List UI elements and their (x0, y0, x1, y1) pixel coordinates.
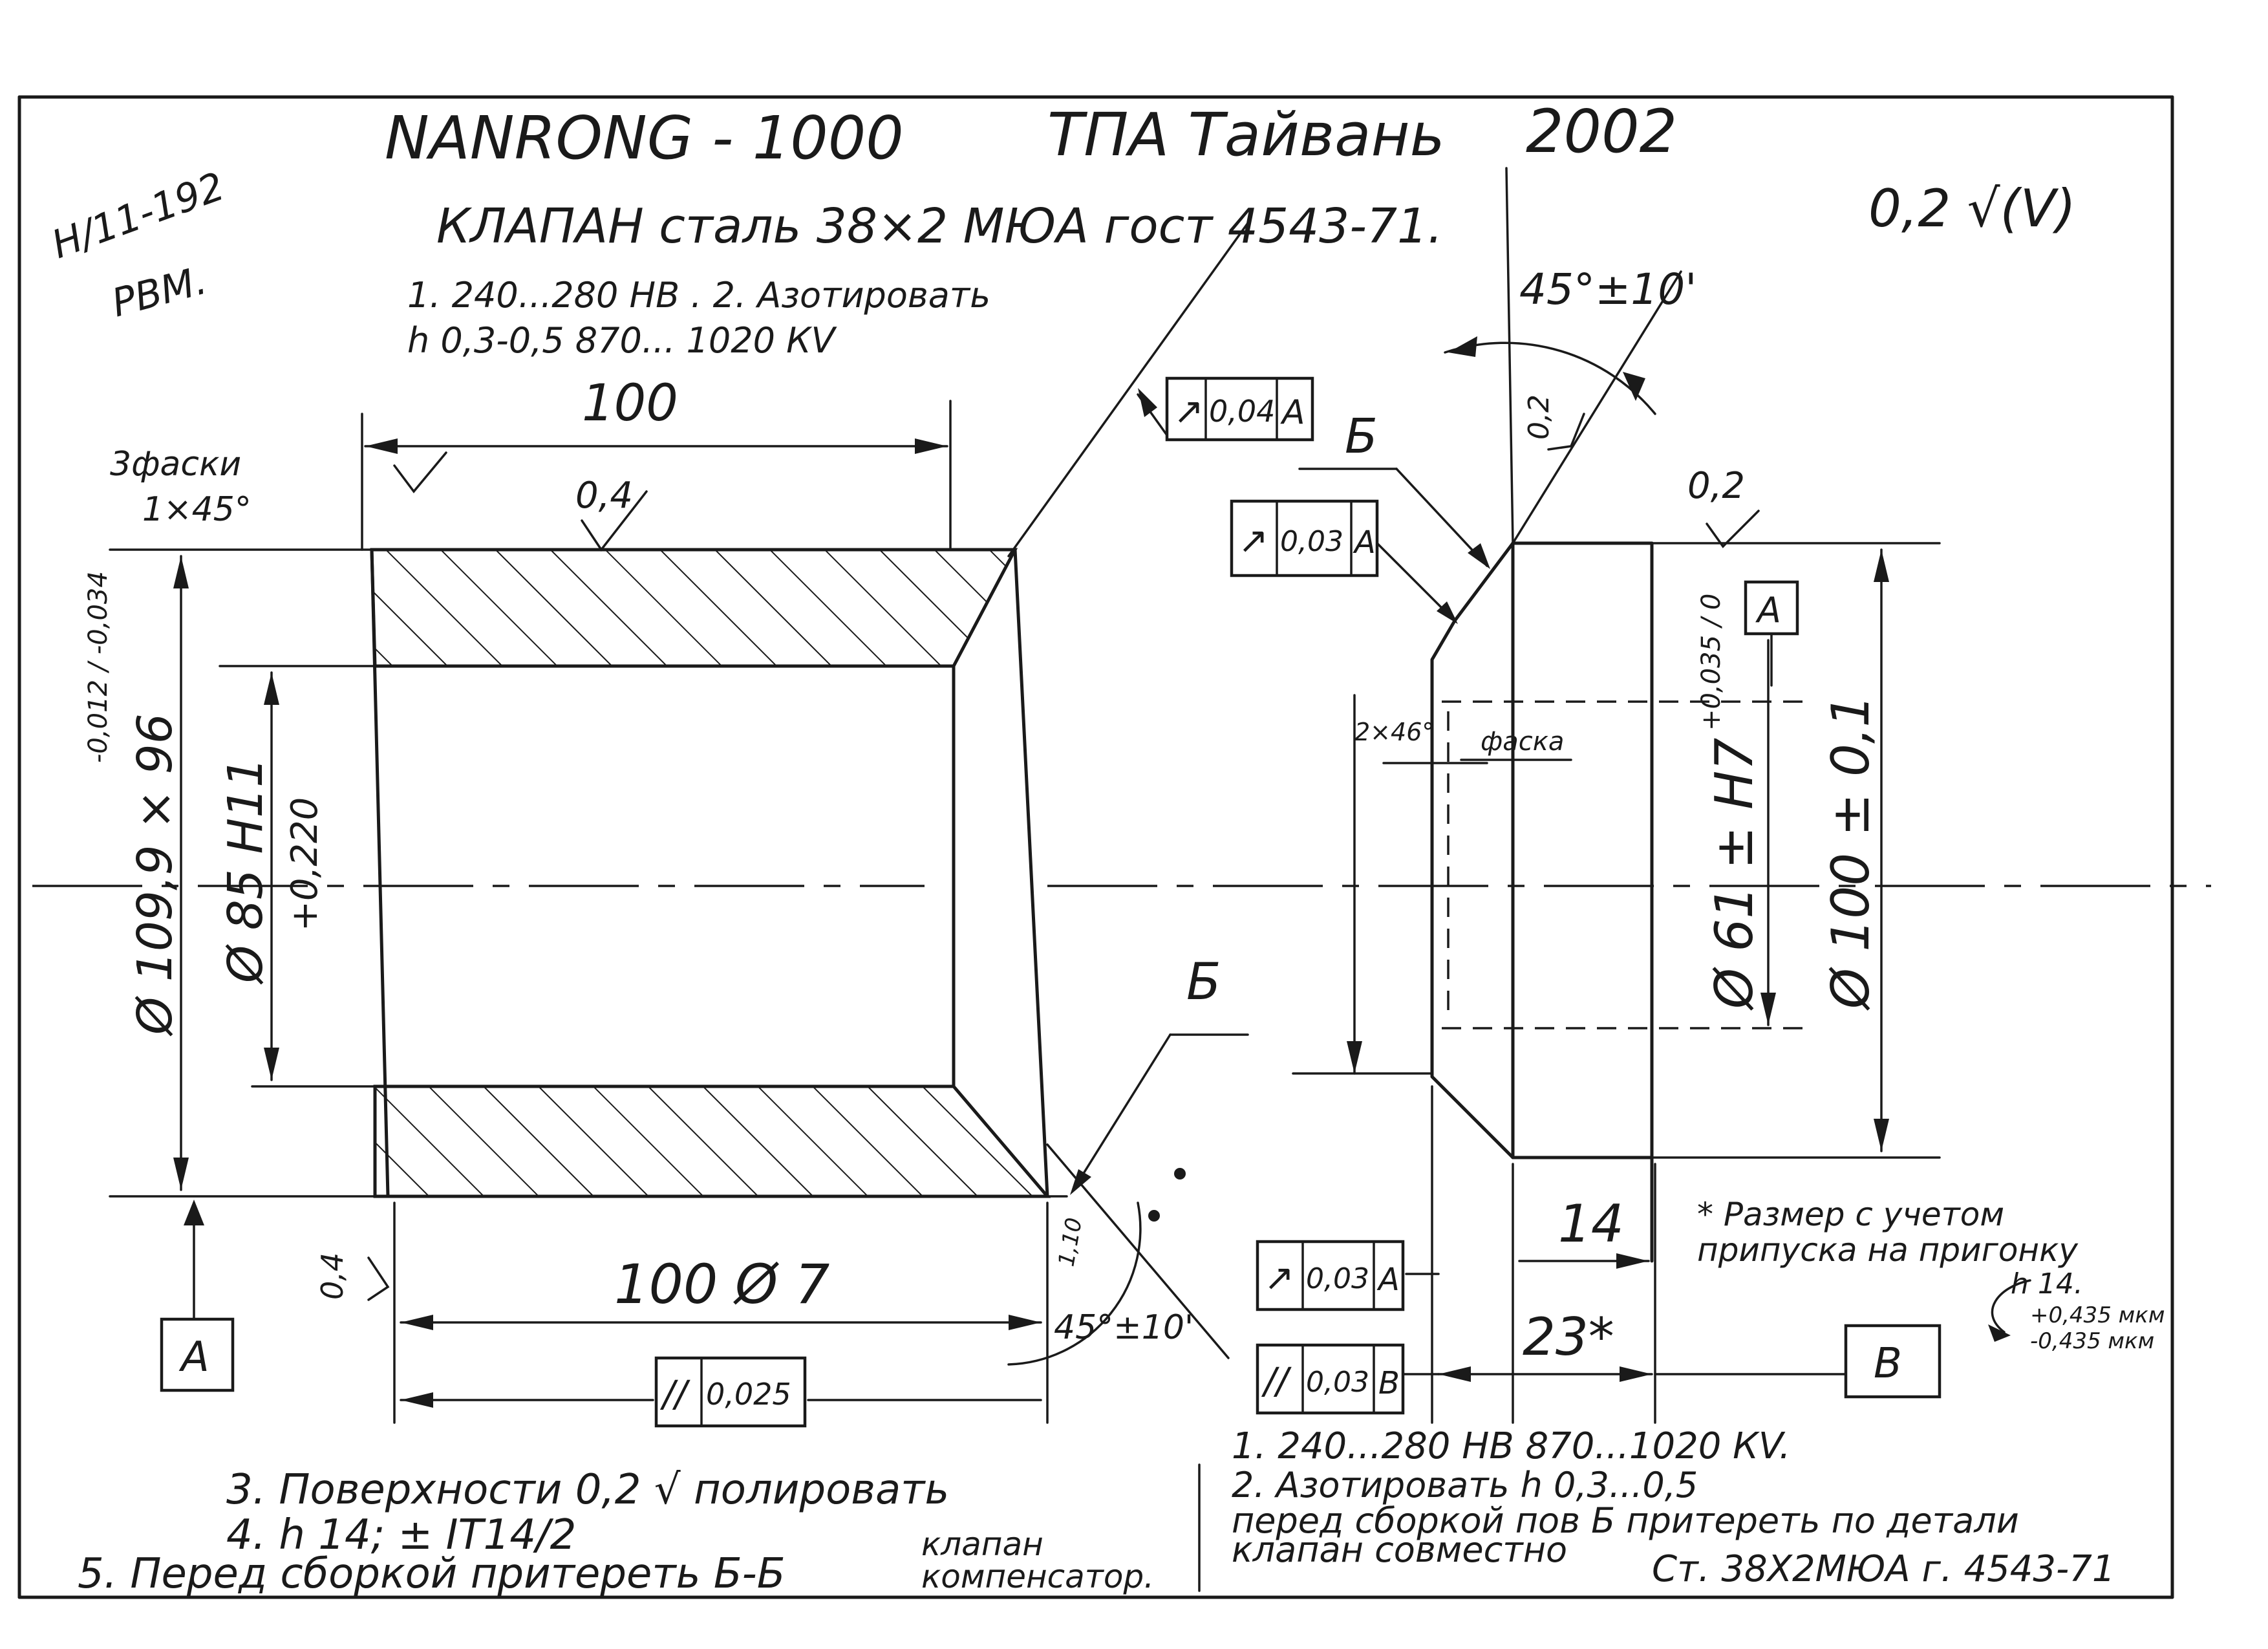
datum-a-left-label: А (178, 1333, 209, 1381)
note-left-5: 5. Перед сборкой притереть Б-Б (78, 1550, 786, 1598)
angle-right-top: 45°±10' (1519, 264, 1696, 314)
roughness-left-bottom: 0,4 (315, 1253, 350, 1300)
sleeve-wall-bottom (373, 1084, 1051, 1198)
tf-rt-symbol: ↗ (1238, 520, 1268, 562)
datum-a-right: А (1744, 580, 1799, 687)
note-left-4: 4. h 14; ± IT14/2 (226, 1511, 576, 1559)
tf-rm-datum: А (1376, 1262, 1400, 1298)
tf-rb-datum: В (1378, 1365, 1400, 1401)
dia-inner: Ø 85 Н11 (218, 757, 273, 985)
datum-b: В (1844, 1324, 1942, 1399)
tf-tl-symbol: ↗ (1173, 391, 1204, 433)
note-nitriding: h 0,3-0,5 870... 1020 КV (407, 320, 837, 361)
note-left-5-tail1: клапан (921, 1525, 1043, 1563)
datum-a-left: А (160, 1317, 235, 1392)
material-note: Ст. 38Х2МЮА г. 4543-71 (1652, 1548, 2115, 1590)
length-14: 14 (1558, 1194, 1624, 1254)
note-right-1: 1. 240...280 НВ 870...1020 КV. (1232, 1425, 1791, 1467)
star-note-tol-plus: +0,435 мкм (2030, 1302, 2165, 1328)
chamfer-label: фаска (1481, 727, 1564, 757)
dia-bore: Ø 61 ± Н7 (1704, 738, 1764, 1011)
roughness-top: 0,4 (575, 475, 633, 517)
note-right-3: перед сборкой пов Б притереть по детали (1232, 1500, 2019, 1541)
tf-rb-value: 0,03 (1306, 1366, 1369, 1399)
section-mark-left: Б (1186, 953, 1221, 1011)
tf-bl-symbol: // (659, 1374, 690, 1416)
right-view (1148, 167, 2031, 1424)
left-view (32, 222, 2211, 1424)
star-note-h14: h 14. (2011, 1267, 2083, 1300)
sleeve-wall-top (370, 548, 1018, 668)
length-23: 23* (1523, 1307, 1614, 1367)
tf-rt-value: 0,03 (1280, 525, 1343, 558)
dia-outer-tol: -0,012 / -0,034 (83, 571, 113, 763)
dia-outer-right: Ø 100 ± 0,1 (1821, 695, 1881, 1011)
datum-a-right-label: А (1755, 590, 1781, 630)
note-right-4: клапан совместно (1232, 1529, 1567, 1570)
datum-b-label: В (1874, 1340, 1902, 1388)
tolerance-frame-top-left: ↗ 0,04 А (1165, 376, 1314, 442)
lapping-width: 1,10 (1053, 1216, 1087, 1268)
star-note-1: * Размер с учетом (1697, 1196, 2004, 1233)
tf-rt-datum: А (1353, 524, 1376, 561)
default-roughness: 0,2 √(V) (1868, 178, 2076, 239)
tf-bl-value: 0,025 (706, 1377, 791, 1412)
note-right-2: 2. Азотировать h 0,3...0,5 (1232, 1465, 1698, 1505)
title-left: NANRONG - 1000 (385, 103, 904, 173)
chamfers-size: 1×45° (142, 490, 251, 529)
tf-tl-value: 0,04 (1209, 394, 1275, 429)
tolerance-frame-right-mid: ↗ 0,03 А (1256, 1240, 1405, 1311)
tf-rm-symbol: ↗ (1264, 1257, 1294, 1299)
tolerance-frame-bottom-left: // 0,025 (654, 1356, 807, 1428)
dia-outer: Ø 109,9 × 96 (127, 713, 183, 1037)
section-mark-right: Б (1345, 409, 1378, 464)
note-hardness: 1. 240...280 НВ . 2. Азотировать (407, 275, 990, 316)
tolerance-frame-right-bottom: // 0,03 В (1256, 1343, 1405, 1415)
title-mid: ТПА Тайвань (1047, 100, 1445, 169)
dia-bore-tol: +0,035 / 0 (1696, 594, 1726, 731)
note-left-3: 3. Поверхности 0,2 √ полировать (226, 1466, 949, 1514)
angle-left: 45°±10' (1054, 1308, 1193, 1347)
stamp-line2: РВМ. (107, 258, 211, 327)
chamfer-size: 2×46° (1354, 718, 1434, 746)
part-subtitle: КЛАПАН сталь 38×2 МЮА гост 4543-71. (436, 199, 1443, 254)
note-left-5-tail2: компенсатор. (921, 1558, 1154, 1595)
tf-rm-value: 0,03 (1306, 1262, 1369, 1295)
tf-rb-symbol: // (1261, 1361, 1292, 1403)
length-100-top: 100 (582, 374, 678, 433)
star-note-2: припуска на пригонку (1697, 1231, 2079, 1269)
star-note-tol-minus: -0,435 мкм (2030, 1328, 2154, 1354)
dia-inner-tol: +0,220 (284, 797, 326, 931)
roughness-top-right: 0,2 (1687, 465, 1745, 507)
title-year: 2002 (1526, 97, 1677, 166)
tf-tl-datum: А (1280, 393, 1305, 432)
stamp-line1: Н/11-192 (46, 164, 230, 268)
tolerance-frame-right-top: ↗ 0,03 А (1230, 499, 1379, 577)
sheet-frame (17, 95, 2174, 1599)
length-100-bottom: 100 Ø 7 (614, 1253, 829, 1316)
chamfers-label: 3фаски (110, 445, 241, 484)
roughness-angle: 0,2 (1523, 394, 1556, 440)
